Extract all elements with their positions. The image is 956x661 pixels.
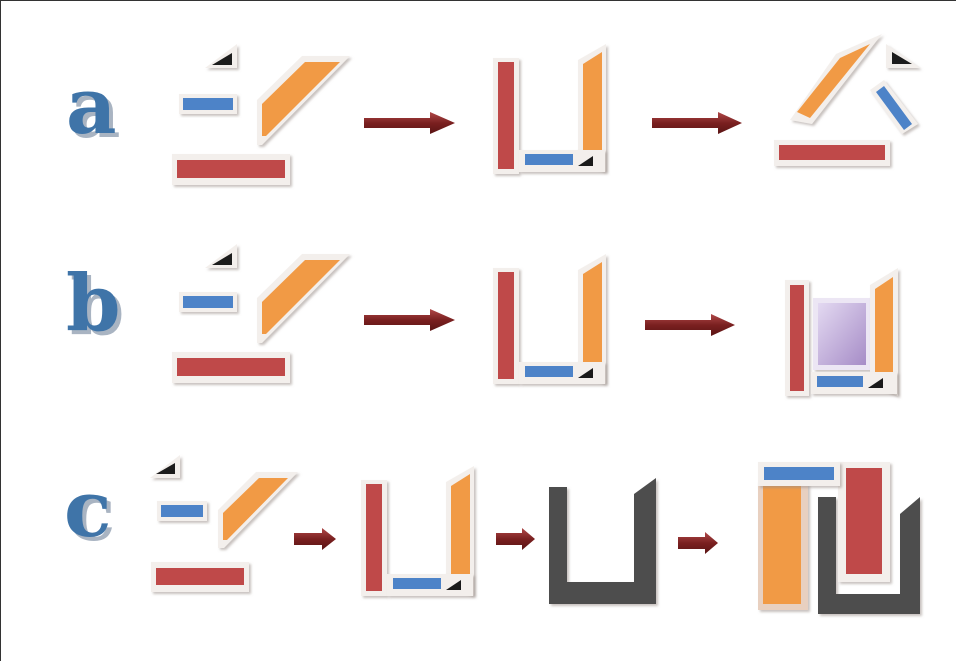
orange-plate: [257, 56, 350, 145]
triangle-piece: [868, 378, 883, 388]
orange-plate: [578, 44, 606, 172]
red-plate: [151, 562, 249, 592]
orange-plate: [758, 482, 808, 610]
triangle-piece: [446, 580, 461, 590]
blue-plate: [179, 94, 237, 114]
blue-plate: [811, 372, 897, 394]
arrow-b2: [645, 314, 735, 336]
red-plate: [838, 462, 890, 582]
triangle-piece: [150, 455, 180, 478]
row-label-a-shadow: a: [70, 65, 121, 156]
row-label-a: a: [66, 61, 117, 152]
red-plate: [493, 58, 519, 174]
arrow-c3: [678, 532, 718, 554]
red-plate: [172, 352, 290, 383]
row-b: b b: [66, 244, 898, 396]
stage-final-c: [758, 462, 920, 614]
dark-u-channel: [818, 497, 920, 614]
stage-u-assembly-a: [493, 44, 606, 174]
triangle-piece: [205, 244, 237, 268]
orange-plate: [257, 254, 350, 343]
triangle-piece: [205, 44, 237, 68]
stage-parts-c: [150, 455, 298, 592]
row-label-c-shadow: c: [68, 468, 116, 559]
orange-plate: [790, 34, 882, 124]
blue-plate: [179, 292, 237, 312]
blue-plate: [870, 80, 918, 134]
violet-block: [813, 298, 871, 370]
red-plate: [172, 154, 290, 185]
arrow-c1: [294, 528, 336, 550]
blue-plate: [519, 362, 605, 384]
orange-plate: [218, 472, 298, 548]
blue-plate: [519, 150, 605, 172]
blue-plate: [387, 574, 473, 596]
stage-filled-box-b: [785, 268, 898, 396]
row-c: c c: [64, 455, 920, 614]
triangle-piece: [886, 44, 920, 68]
arrow-a1: [364, 112, 455, 134]
blue-plate: [758, 462, 840, 486]
orange-plate: [870, 268, 898, 396]
arrow-a2: [652, 112, 742, 134]
dark-u-channel: [549, 478, 656, 604]
orange-plate: [446, 466, 474, 596]
red-plate: [493, 268, 519, 384]
stage-disassembled-a: [774, 34, 920, 166]
triangle-piece: [578, 368, 593, 378]
stage-parts-b: [172, 244, 350, 383]
row-a: a a: [66, 34, 920, 185]
red-plate: [361, 480, 387, 596]
arrow-b1: [364, 309, 455, 331]
stage-parts-a: [172, 44, 350, 185]
orange-plate: [578, 254, 606, 384]
row-label-b-shadow: b: [70, 262, 125, 353]
blue-plate: [157, 501, 207, 521]
red-plate: [785, 280, 809, 396]
row-label-b: b: [66, 258, 121, 349]
stage-u-assembly-b: [493, 254, 606, 384]
row-label-c: c: [64, 464, 112, 555]
stage-u-assembly-c: [361, 466, 474, 596]
triangle-piece: [578, 156, 593, 166]
arrow-c2: [496, 528, 535, 550]
red-plate: [774, 140, 890, 166]
